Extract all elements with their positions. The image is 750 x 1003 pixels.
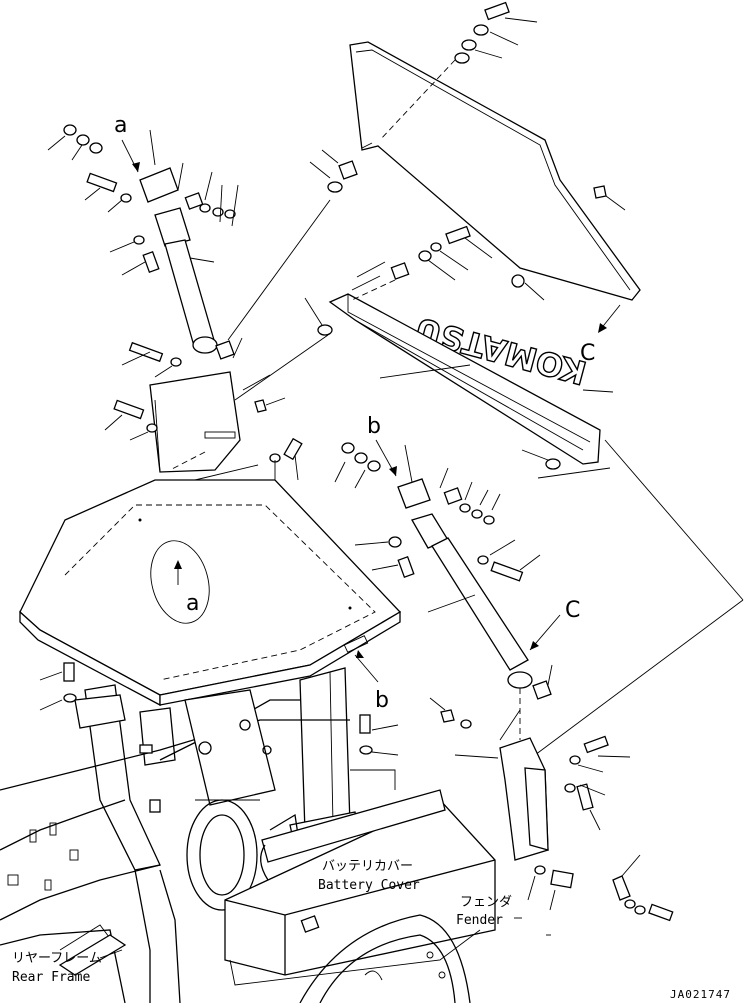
fender-jp: フェンダ <box>460 895 512 910</box>
leader-left-stay <box>227 199 331 341</box>
leader-line-right-2 <box>534 599 744 756</box>
leader-left-bracket <box>234 334 329 401</box>
shade-spacer <box>309 149 358 193</box>
rear-frame-jp: リヤーフレーム <box>12 951 102 966</box>
callout-a-roof-label: a <box>186 591 199 616</box>
canopy-post-left <box>74 684 176 871</box>
callout-a-top: a <box>114 113 140 173</box>
left-lower-bracket <box>104 341 303 485</box>
battery-cover <box>224 789 496 986</box>
battery-cover-en: Battery Cover <box>318 878 420 893</box>
left-bolt-stack-a <box>47 124 239 276</box>
fender-en: Fender <box>456 913 503 928</box>
label-rear-frame: リヤーフレーム Rear Frame <box>12 949 123 985</box>
callout-b-top: b <box>367 414 397 477</box>
fender <box>299 914 471 1003</box>
callout-b-label: b <box>367 414 381 439</box>
sun-shade-panel <box>349 41 641 301</box>
label-fender: フェンダ Fender <box>456 895 522 928</box>
panel-nut <box>511 185 626 301</box>
right-stay <box>397 478 553 700</box>
bottom-right-bolt <box>612 854 674 922</box>
leader-line-crossbar <box>537 467 611 479</box>
rear-frame <box>0 689 396 1003</box>
callout-a-label: a <box>114 113 127 138</box>
rear-frame-en: Rear Frame <box>12 970 90 985</box>
right-bolt-stack-b <box>334 442 541 582</box>
leader-line-right <box>604 439 744 601</box>
crossbar-bolt-stack <box>351 225 493 301</box>
top-bolt-stack <box>379 1 538 141</box>
cross-bar <box>304 293 601 470</box>
canopy-base-bolts <box>39 662 399 756</box>
battery-cover-jp: バッテリカバー <box>322 859 413 874</box>
drawing-code: JA021747 <box>670 988 731 1001</box>
callout-c-label: C <box>565 598 580 623</box>
label-battery-cover: バッテリカバー Battery Cover <box>318 859 420 893</box>
canopy-roof: a b <box>19 479 402 713</box>
callout-b-roof-label: b <box>375 688 389 713</box>
callout-c-mid: C <box>529 598 580 651</box>
callout-c-top-label: C <box>580 341 595 366</box>
callout-c-top: C <box>580 304 621 366</box>
right-lower-bracket <box>429 688 631 936</box>
